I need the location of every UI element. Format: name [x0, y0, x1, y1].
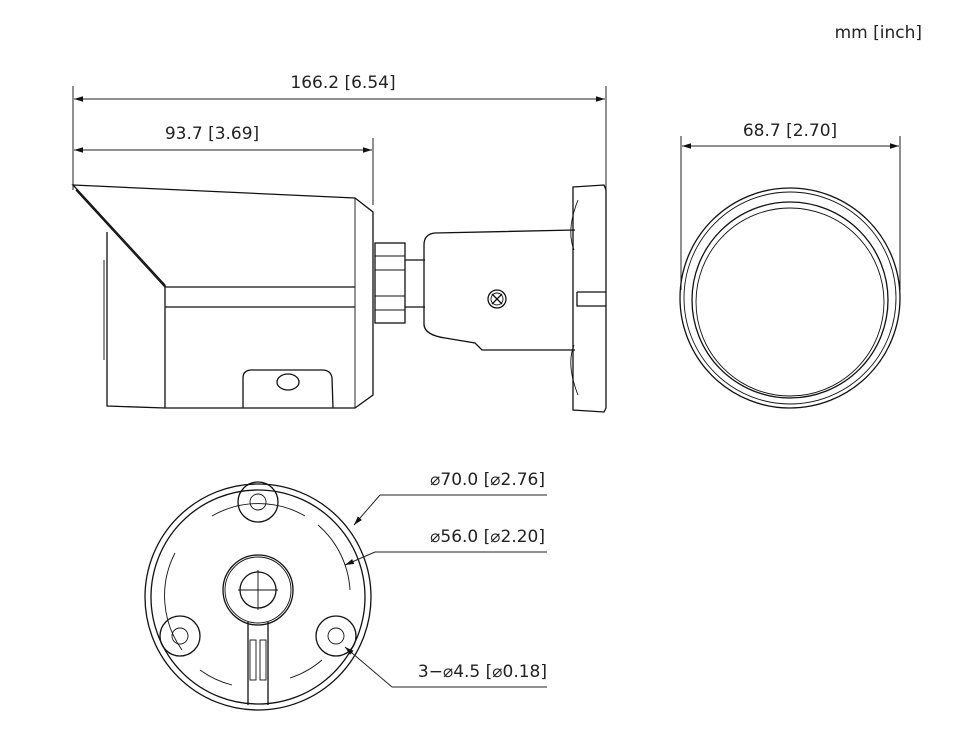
hole-circle-diameter-callout: ⌀56.0 [⌀2.20] — [344, 527, 547, 566]
body-length-dimension: 93.7 [3.69] — [74, 124, 374, 205]
units-label: mm [inch] — [835, 23, 922, 43]
outer-diameter-label: ⌀70.0 [⌀2.76] — [430, 470, 545, 490]
camera-side-view — [71, 184, 607, 413]
camera-bottom-view — [144, 481, 372, 711]
camera-front-view — [679, 187, 901, 409]
total-length-label: 166.2 [6.54] — [290, 73, 395, 93]
mount-holes-label: 3−⌀4.5 [⌀0.18] — [418, 662, 547, 682]
width-dimension: 68.7 [2.70] — [680, 121, 901, 290]
outer-diameter-callout: ⌀70.0 [⌀2.76] — [353, 470, 547, 526]
body-length-label: 93.7 [3.69] — [165, 124, 259, 144]
hole-circle-diameter-label: ⌀56.0 [⌀2.20] — [430, 527, 545, 547]
width-label: 68.7 [2.70] — [743, 121, 837, 141]
total-length-dimension: 166.2 [6.54] — [72, 73, 607, 190]
mount-holes-callout: 3−⌀4.5 [⌀0.18] — [344, 646, 547, 688]
